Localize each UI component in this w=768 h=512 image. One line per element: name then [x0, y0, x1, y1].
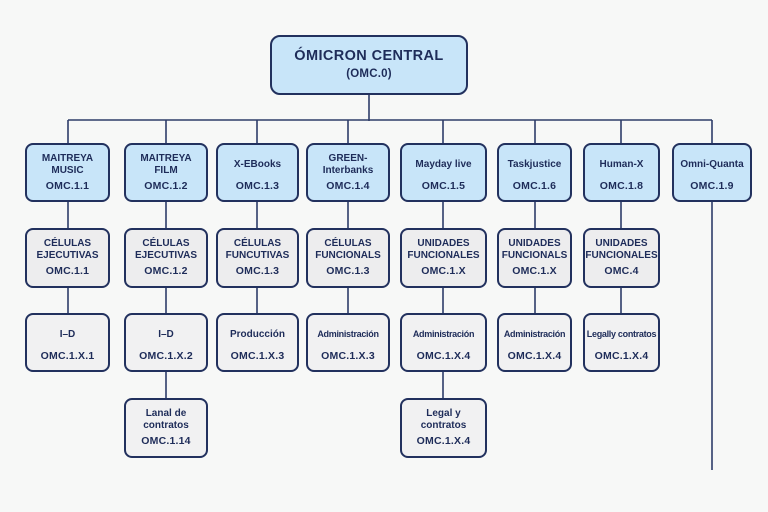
org-node-omicron-central[interactable]: ÓMICRON CENTRAL (OMC.0) [270, 35, 468, 95]
org-node-legally-contratos[interactable]: Legally contratos OMC.1.X.4 [583, 313, 660, 372]
node-title: Omni-Quanta [680, 158, 744, 170]
org-node-maitreya-music[interactable]: MAITREYA MUSIC OMC.1.1 [25, 143, 110, 202]
node-title: UNIDADES FUNCIONALES [407, 238, 480, 262]
node-title: I–D [158, 328, 174, 340]
org-node-administracion-1x3[interactable]: Administración OMC.1.X.3 [306, 313, 390, 372]
node-code: OMC.1.2 [144, 179, 188, 192]
node-title: Lanal de contratos [143, 408, 189, 432]
org-node-green-interbanks[interactable]: GREEN-Interbanks OMC.1.4 [306, 143, 390, 202]
node-title: CÉLULAS FUNCUTIVAS [225, 238, 290, 262]
node-title: UNIDADES FUNCIONALS [501, 238, 568, 262]
node-title: CÉLULAS FUNCIONALS [315, 238, 381, 262]
node-title: Administración [412, 329, 475, 340]
node-code: OMC.1.8 [599, 179, 644, 192]
node-code: OMC.1.3 [326, 265, 370, 278]
org-node-mayday-live[interactable]: Mayday live OMC.1.5 [400, 143, 487, 202]
node-code: OMC.1.4 [326, 179, 370, 192]
node-title: I–D [59, 328, 76, 340]
node-code: OMC.1.3 [235, 265, 280, 278]
org-node-maitreya-film[interactable]: MAITREYA FILM OMC.1.2 [124, 143, 208, 202]
node-title: X-EBooks [233, 158, 282, 170]
node-code: OMC.1.X.3 [321, 349, 375, 362]
node-code: OMC.1.X.4 [594, 349, 649, 362]
org-node-id-2[interactable]: I–D OMC.1.X.2 [124, 313, 208, 372]
node-code: OMC.1.X [512, 265, 557, 278]
node-code: OMC.1.14 [141, 435, 191, 448]
node-title: UNIDADES FUNCIONALES [585, 238, 658, 262]
node-title: Administración [503, 329, 566, 340]
node-code: OMC.1.2 [144, 265, 188, 278]
org-node-celulas-funcionals[interactable]: CÉLULAS FUNCIONALS OMC.1.3 [306, 228, 390, 288]
node-title: MAITREYA FILM [140, 152, 192, 176]
org-node-administracion-1x4-a[interactable]: Administración OMC.1.X.4 [400, 313, 487, 372]
org-node-unidades-funcionals[interactable]: UNIDADES FUNCIONALS OMC.1.X [497, 228, 572, 288]
org-node-celulas-ejecutivas-1[interactable]: CÉLULAS EJECUTIVAS OMC.1.1 [25, 228, 110, 288]
node-title: MAITREYA MUSIC [41, 152, 94, 176]
node-title: Producción [229, 328, 285, 340]
node-title: Human-X [599, 158, 644, 170]
node-code: OMC.1.1 [45, 179, 90, 192]
node-code: OMC.1.9 [690, 179, 734, 192]
node-code: OMC.1.X [421, 265, 466, 278]
node-code: OMC.1.3 [235, 179, 280, 192]
org-node-legal-y-contratos[interactable]: Legal y contratos OMC.1.X.4 [400, 398, 487, 458]
node-title: CÉLULAS EJECUTIVAS [36, 238, 99, 262]
org-node-unidades-funcionales-4[interactable]: UNIDADES FUNCIONALES OMC.4 [583, 228, 660, 288]
org-node-celulas-funcutivas[interactable]: CÉLULAS FUNCUTIVAS OMC.1.3 [216, 228, 299, 288]
org-node-taskjustice[interactable]: Taskjustice OMC.1.6 [497, 143, 572, 202]
node-title: Legal y contratos [420, 408, 467, 432]
node-code: OMC.1.X.2 [139, 349, 193, 362]
node-code: OMC.1.5 [421, 179, 466, 192]
node-title: CÉLULAS EJECUTIVAS [134, 238, 198, 262]
node-title: ÓMICRON CENTRAL [294, 48, 444, 65]
org-node-produccion[interactable]: Producción OMC.1.X.3 [216, 313, 299, 372]
node-code: OMC.1.X.4 [507, 349, 562, 362]
org-node-unidades-funcionales-1x[interactable]: UNIDADES FUNCIONALES OMC.1.X [400, 228, 487, 288]
org-node-administracion-1x4-b[interactable]: Administración OMC.1.X.4 [497, 313, 572, 372]
org-node-human-x[interactable]: Human-X OMC.1.8 [583, 143, 660, 202]
node-code: OMC.1.6 [512, 179, 557, 192]
node-code: (OMC.0) [346, 67, 392, 80]
node-code: OMC.1.X.1 [40, 349, 95, 362]
org-node-omni-quanta[interactable]: Omni-Quanta OMC.1.9 [672, 143, 752, 202]
org-node-id-1[interactable]: I–D OMC.1.X.1 [25, 313, 110, 372]
org-node-celulas-ejecutivas-2[interactable]: CÉLULAS EJECUTIVAS OMC.1.2 [124, 228, 208, 288]
node-code: OMC.1.X.3 [230, 349, 285, 362]
node-title: GREEN-Interbanks [322, 152, 374, 176]
node-title: Taskjustice [507, 158, 562, 170]
node-title: Legally contratos [586, 329, 657, 340]
node-code: OMC.4 [604, 265, 639, 278]
org-node-lanal-de-contratos[interactable]: Lanal de contratos OMC.1.14 [124, 398, 208, 458]
node-code: OMC.1.X.4 [416, 435, 471, 448]
node-code: OMC.1.X.4 [416, 349, 471, 362]
node-title: Administración [317, 329, 379, 340]
org-node-x-ebooks[interactable]: X-EBooks OMC.1.3 [216, 143, 299, 202]
node-code: OMC.1.1 [45, 265, 90, 278]
node-title: Mayday live [415, 158, 472, 170]
